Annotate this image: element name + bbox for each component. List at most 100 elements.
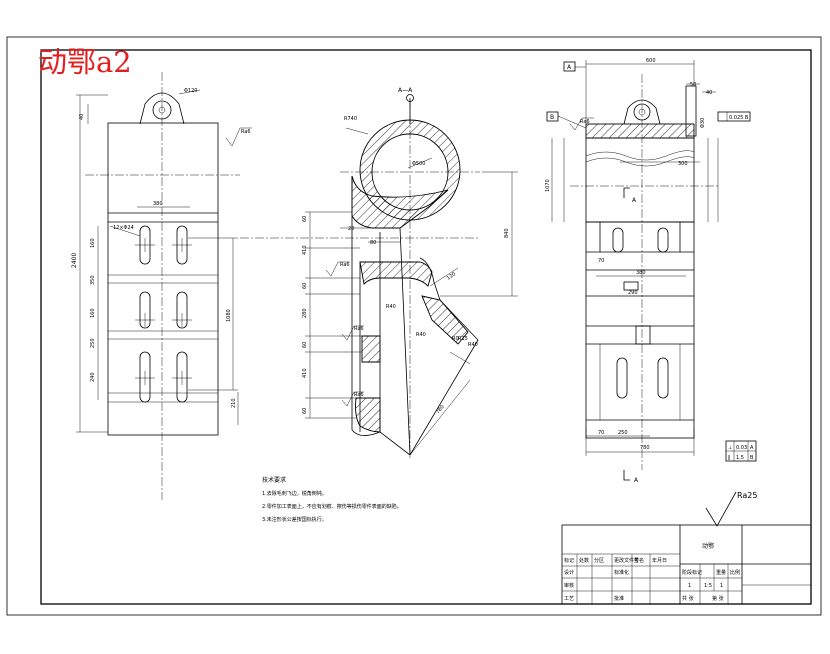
- section-dim-r40a: R40: [386, 304, 396, 310]
- section-rib: [361, 335, 381, 363]
- side-lower-body: [585, 221, 695, 439]
- tolerance-table: [725, 440, 757, 462]
- section-dim-120: 120: [446, 271, 457, 281]
- roughness-symbol: [569, 117, 594, 131]
- front-body: [107, 122, 219, 436]
- datum-a-box: [563, 61, 576, 72]
- tb-label-count: 处数: [579, 557, 589, 564]
- front-dim-210: 210: [231, 398, 237, 408]
- section-toe: [355, 397, 381, 433]
- title-part-name: 动鄂: [702, 542, 714, 550]
- roughness-global-label: Ra25: [737, 491, 757, 500]
- side-dim-380: 380: [636, 270, 646, 276]
- section-dim-60c: 60: [302, 342, 308, 348]
- tol-row1-value: 0.03: [736, 445, 747, 451]
- tb-label-date: 年月日: [652, 557, 667, 564]
- tb-label-sign: 签名: [634, 557, 644, 564]
- section-roughness-1: Ra6: [340, 262, 350, 268]
- front-dim-240: 240: [90, 372, 96, 382]
- tb-scale-3: 1: [720, 583, 723, 589]
- title-block: [561, 524, 812, 605]
- tol-row2-value: 1.5: [736, 455, 744, 461]
- outer-border: [6, 36, 822, 616]
- side-dim-70b: 70: [598, 430, 604, 436]
- tb-label-total: 共 张: [682, 595, 694, 602]
- section-dim-60a: 60: [302, 216, 308, 222]
- front-slot: [176, 351, 188, 403]
- tb-label-weight: 重量: [716, 569, 726, 576]
- front-dim-phi120: Φ120: [184, 88, 197, 94]
- side-dim-70a: 70: [598, 258, 604, 264]
- side-section-mark-top: A: [632, 197, 637, 204]
- notes-line-3: 3.未注形状公差按国标执行。: [262, 516, 327, 523]
- notes-line-2: 2.零件加工表面上，不应有划痕、擦伤等损伤零件表面的缺陷。: [262, 503, 402, 510]
- front-slot: [176, 291, 188, 329]
- notes-title: 技术要求: [262, 476, 286, 484]
- section-dim-60d: 60: [302, 408, 308, 414]
- datum-b-box: [546, 111, 559, 122]
- tb-label-mark: 标记: [564, 557, 574, 564]
- roughness-symbol: [225, 127, 252, 147]
- tb-label-scale: 比例: [730, 569, 740, 576]
- section-roughness-2: Ra6: [354, 326, 364, 332]
- section-rib: [359, 261, 433, 287]
- side-dim-780: 780: [640, 445, 650, 451]
- inner-border: [40, 49, 812, 605]
- side-body: [585, 137, 695, 223]
- section-jaw: [421, 295, 469, 345]
- section-web: [351, 175, 449, 229]
- front-dim-2400: 2400: [71, 253, 78, 268]
- front-holes-label: 12×Φ24: [113, 225, 134, 231]
- notes-line-1: 1.去除毛刺飞边，锐角倒钝。: [262, 490, 327, 497]
- section-roughness-3: Ra6: [354, 392, 364, 398]
- section-dim-410a: 410: [302, 245, 308, 255]
- side-roughness: Ra6: [580, 119, 590, 125]
- section-dim-r15: R15: [458, 336, 468, 342]
- side-dim-phi30: Φ30: [700, 118, 706, 128]
- front-dim-350: 350: [90, 275, 96, 285]
- section-dim-280: 280: [302, 308, 308, 318]
- roughness-symbol: [325, 261, 364, 407]
- section-dim-780: 780: [435, 404, 446, 415]
- section-dim-phi500: Φ500: [412, 161, 425, 167]
- side-hatched-band: [585, 123, 695, 139]
- tb-label-change: 更改文件号: [614, 557, 639, 564]
- tb-label-standard: 标准化: [614, 569, 629, 576]
- side-dim-600: 600: [646, 58, 656, 64]
- front-dim-250: 250: [90, 338, 96, 348]
- tb-label-process: 工艺: [564, 596, 574, 602]
- tb-scale-2: 1:5: [704, 583, 712, 589]
- side-view: [546, 60, 751, 481]
- section-dim-410b: 410: [302, 368, 308, 378]
- section-title: A—A: [398, 87, 413, 94]
- section-dim-60b: 60: [302, 283, 308, 289]
- section-dim-20: 20: [348, 226, 354, 232]
- side-dim-40: 40: [706, 90, 712, 96]
- side-dim-300: 300: [678, 161, 688, 167]
- red-stamp-label: 动鄂a2: [38, 45, 132, 79]
- section-dim-80: 80: [370, 240, 376, 246]
- section-view: [240, 94, 518, 460]
- tol-row2-symbol: ∥: [728, 455, 731, 461]
- side-dim-250: 250: [618, 430, 628, 436]
- front-slot: [139, 291, 151, 329]
- side-datum-a: A: [567, 64, 572, 71]
- front-dim-380: 380: [153, 201, 163, 207]
- section-dim-r740: R740: [344, 116, 357, 122]
- roughness-global-symbol: [705, 491, 737, 527]
- front-dim-160a: 160: [90, 238, 96, 248]
- side-datum-b: B: [550, 114, 554, 121]
- side-dim-1070: 1070: [545, 179, 551, 192]
- front-slot: [139, 351, 151, 403]
- section-dim-840: 840: [504, 228, 510, 238]
- section-dim-r40c: R40: [416, 332, 426, 338]
- front-roughness: Ra6: [241, 129, 251, 135]
- tb-label-stage: 阶段标记: [682, 569, 702, 576]
- side-section-mark-bottom: A: [634, 477, 639, 484]
- side-dim-50: 50: [690, 82, 696, 88]
- front-dim-160b: 160: [90, 308, 96, 318]
- front-dim-40: 40: [79, 114, 85, 120]
- side-dim-290: 290: [628, 290, 638, 296]
- tol-row1-symbol: ⊥: [728, 445, 732, 451]
